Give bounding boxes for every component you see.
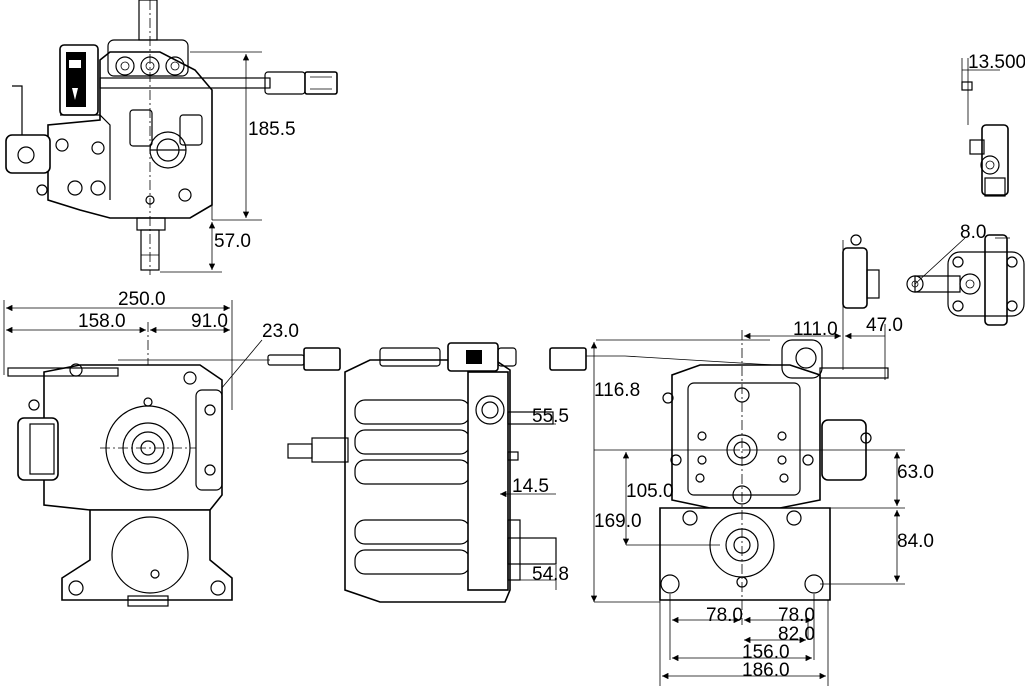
dim-105-0: 105.0 [626, 481, 674, 502]
dim-14-5: 14.5 [512, 476, 549, 497]
dim-23-0: 23.0 [262, 321, 299, 342]
top-view: 185.5 57.0 [5, 0, 338, 275]
dim-63-0: 63.0 [897, 462, 934, 483]
front-view: 250.0 158.0 91.0 23.0 [3, 289, 341, 607]
dim-250-0: 250.0 [118, 289, 166, 310]
dim-8-0: 8.0 [960, 222, 986, 243]
dim-116-8: 116.8 [594, 380, 640, 401]
dim-91-0: 91.0 [191, 311, 228, 332]
dim-47-0: 47.0 [866, 315, 903, 336]
dim-185-5: 185.5 [248, 119, 296, 140]
dim-84-0: 84.0 [897, 531, 934, 552]
dim-186-0: 186.0 [742, 660, 790, 681]
dim-57-0: 57.0 [214, 231, 251, 252]
dim-111-0: 111.0 [793, 319, 838, 340]
dim-78-0-left: 78.0 [706, 605, 743, 626]
side-view: 55.5 14.5 54.8 [287, 342, 569, 603]
dim-78-0-right: 78.0 [778, 605, 815, 626]
dim-169-0: 169.0 [594, 511, 642, 532]
dim-55-5: 55.5 [532, 406, 569, 427]
dim-54-8: 54.8 [532, 564, 569, 585]
dim-82-0: 82.0 [778, 624, 815, 645]
dim-156-0: 156.0 [742, 642, 790, 663]
side-detail-view: 13.500 [961, 52, 1025, 197]
dim-13-500: 13.500 [968, 52, 1025, 73]
arm-detail-view: 8.0 [906, 222, 1025, 326]
rear-view: 111.0 47.0 116.8 105.0 169.0 63.0 84.0 7… [549, 234, 934, 686]
dim-158-0: 158.0 [78, 311, 126, 332]
